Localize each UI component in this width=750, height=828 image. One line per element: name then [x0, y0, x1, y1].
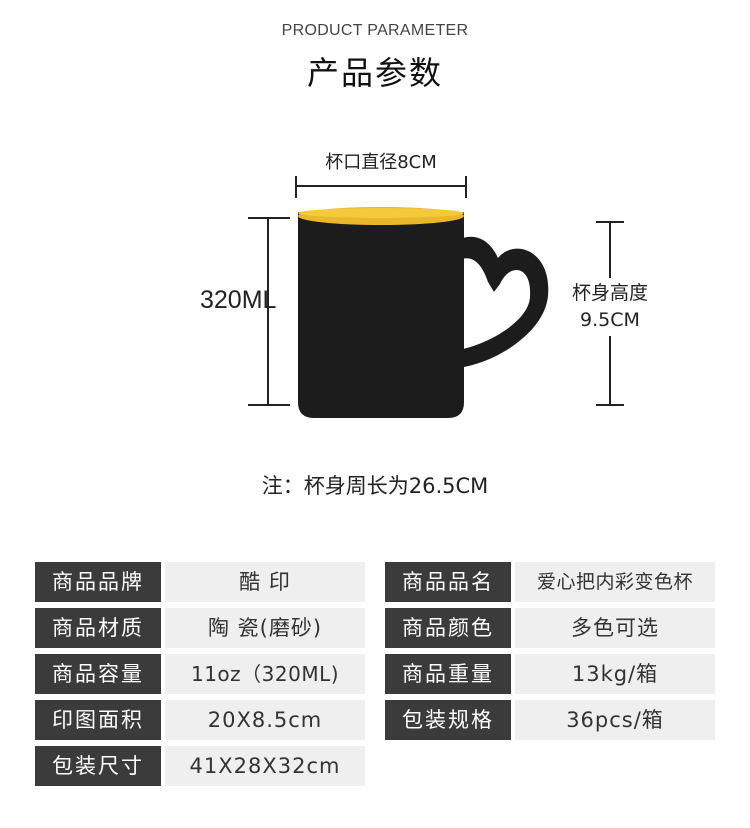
- section-subtitle: PRODUCT PARAMETER: [281, 22, 469, 39]
- height-label-value: 9.5CM: [580, 309, 640, 331]
- param-value-packing: 36pcs/箱: [515, 700, 715, 740]
- param-label-name: 商品品名: [385, 562, 511, 602]
- mug-body: [298, 212, 464, 418]
- height-label-title: 杯身高度: [571, 282, 648, 304]
- param-value-name: 爱心把内彩变色杯: [515, 562, 715, 602]
- param-value-capacity: 11oz（320ML): [165, 654, 365, 694]
- param-label-brand: 商品品牌: [35, 562, 161, 602]
- mug-illustration: [248, 176, 624, 418]
- param-label-capacity: 商品容量: [35, 654, 161, 694]
- height-dimension-line: [596, 221, 624, 406]
- param-label-weight: 商品重量: [385, 654, 511, 694]
- diameter-dimension-line: [295, 176, 467, 198]
- param-label-packing: 包装规格: [385, 700, 511, 740]
- param-value-weight: 13kg/箱: [515, 654, 715, 694]
- mug-rim-highlight: [298, 208, 464, 218]
- page-title: 产品参数: [306, 54, 443, 92]
- param-value-material: 陶 瓷(磨砂): [165, 608, 365, 648]
- param-label-material: 商品材质: [35, 608, 161, 648]
- param-label-print-area: 印图面积: [35, 700, 161, 740]
- param-value-color: 多色可选: [515, 608, 715, 648]
- param-value-box-size: 41X28X32cm: [165, 746, 365, 786]
- circumference-note: 注：杯身周长为26.5CM: [261, 474, 489, 498]
- param-value-print-area: 20X8.5cm: [165, 700, 365, 740]
- capacity-dimension-line: [248, 217, 290, 406]
- heart-handle: [455, 236, 549, 368]
- param-label-box-size: 包装尺寸: [35, 746, 161, 786]
- diameter-label: 杯口直径8CM: [325, 152, 437, 173]
- param-value-brand: 酷 印: [165, 562, 365, 602]
- height-label: 杯身高度 9.5CM: [560, 280, 660, 334]
- capacity-label: 320ML: [200, 286, 277, 314]
- param-label-color: 商品颜色: [385, 608, 511, 648]
